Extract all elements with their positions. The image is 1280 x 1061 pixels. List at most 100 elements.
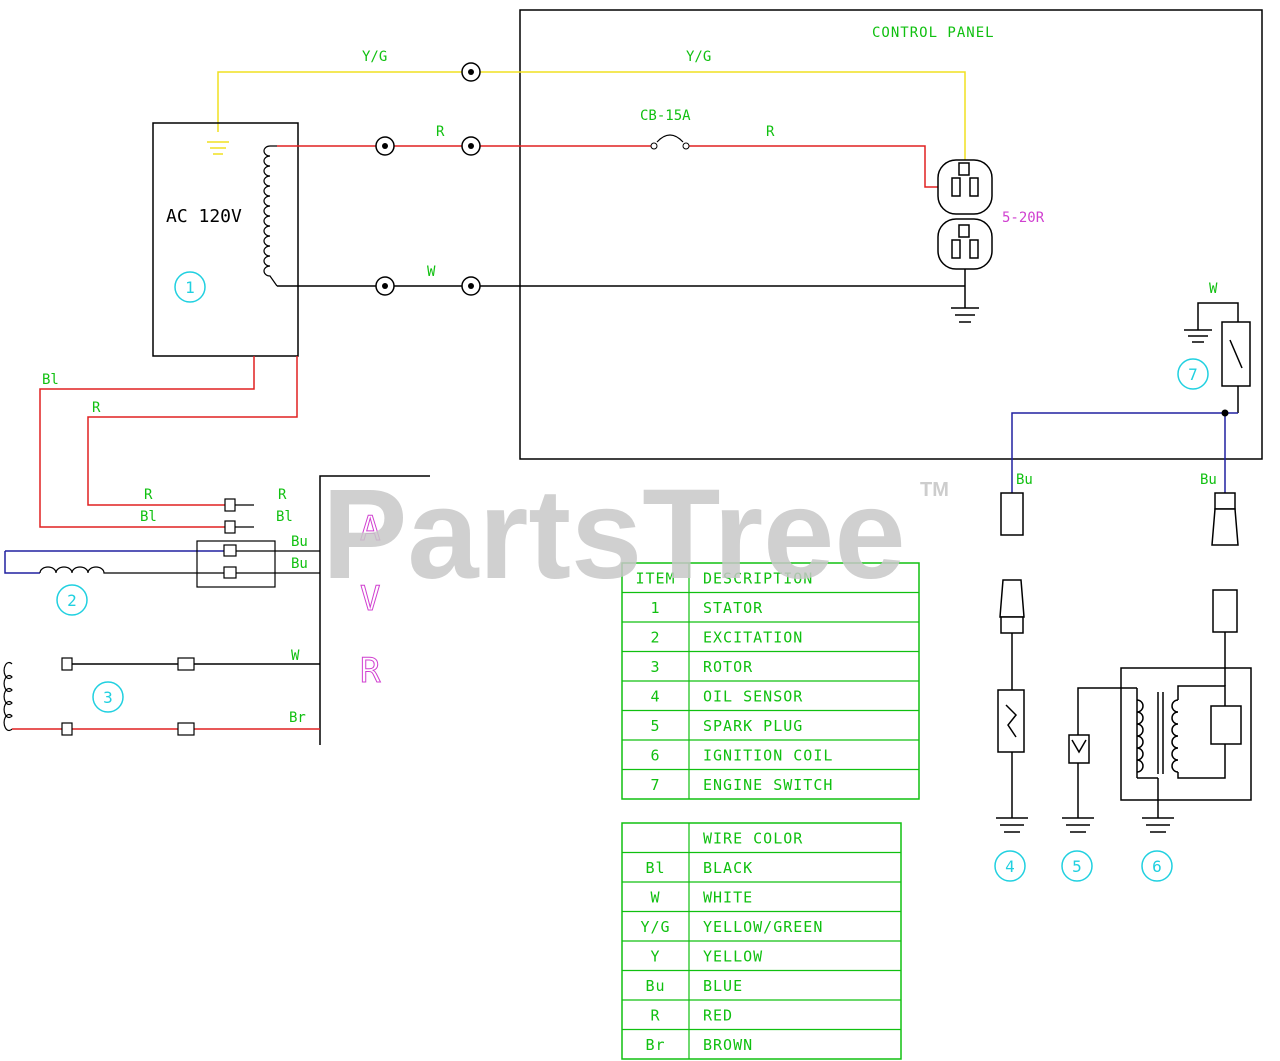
svg-text:6: 6 xyxy=(1152,857,1162,876)
black-lead-left xyxy=(39,356,255,528)
avr-letter-v: V xyxy=(360,579,380,619)
item-table-cell: IGNITION COIL xyxy=(703,747,833,765)
stator-coil xyxy=(263,145,278,287)
yg-label-left: Y/G xyxy=(362,49,387,65)
terminal-yg xyxy=(461,62,481,82)
ac-label: AC 120V xyxy=(166,206,242,227)
w-label-mid: W xyxy=(427,264,436,280)
item-table-header: DESCRIPTION xyxy=(703,570,813,588)
item-table-cell: OIL SENSOR xyxy=(703,688,803,706)
wire-table-cell: W xyxy=(650,889,660,907)
wire-table-cell: BLUE xyxy=(703,977,743,995)
r-label-right: R xyxy=(766,124,775,140)
wire-table-cell: Y/G xyxy=(640,918,670,936)
r-label-mid: R xyxy=(436,124,445,140)
wire-table-cell: Bl xyxy=(645,859,665,877)
item-table-cell: ENGINE SWITCH xyxy=(703,776,833,794)
engine-switch-icon xyxy=(1184,302,1251,413)
item-table-cell: EXCITATION xyxy=(703,629,803,647)
callout-7: 7 xyxy=(1177,358,1209,390)
avr-connector-r xyxy=(224,498,254,512)
rotor-coil-icon xyxy=(3,661,13,732)
item-table-cell: STATOR xyxy=(703,599,763,617)
excitation-connector-box xyxy=(196,540,320,588)
item-table-cell: 6 xyxy=(650,747,660,765)
item-table: ITEM DESCRIPTION 1 STATOR 2 EXCITATION 3 ROTOR 4… xyxy=(621,562,920,800)
bu-conn-label-1: Bu xyxy=(291,534,308,550)
receptacle-bottom-icon xyxy=(937,218,993,270)
r-conn-label-b: R xyxy=(278,487,287,503)
wire-table-cell: BLACK xyxy=(703,859,753,877)
ground-symbol xyxy=(207,141,229,155)
red-lead-left xyxy=(87,356,298,506)
excitation-coil-icon xyxy=(39,566,224,574)
avr-frame xyxy=(319,475,430,745)
control-panel-label: CONTROL PANEL xyxy=(872,25,995,41)
item-table-cell: 7 xyxy=(650,776,660,794)
r-label-left: R xyxy=(92,400,101,416)
receptacle-label: 5-20R xyxy=(1002,210,1045,226)
svg-text:2: 2 xyxy=(67,591,77,610)
r-conn-label-a: R xyxy=(144,487,153,503)
callout-3: 3 xyxy=(92,681,124,713)
item-table-cell: 4 xyxy=(650,688,660,706)
wire-table-cell: YELLOW/GREEN xyxy=(703,918,823,936)
terminal-r-2 xyxy=(461,136,481,156)
spark-plug-icon xyxy=(1062,687,1137,833)
bl-label-left: Bl xyxy=(42,372,59,388)
terminal-w-1 xyxy=(375,276,395,296)
callout-4: 4 xyxy=(994,850,1026,882)
svg-text:4: 4 xyxy=(1005,857,1015,876)
receptacle-top-icon xyxy=(937,159,993,215)
item-table-cell: 1 xyxy=(650,599,660,617)
bu-oil-label: Bu xyxy=(1016,472,1033,488)
svg-text:7: 7 xyxy=(1188,365,1198,384)
wire-table-cell: Y xyxy=(650,948,660,966)
red-wire-hot-2 xyxy=(688,145,952,188)
wire-table-cell: BROWN xyxy=(703,1036,753,1054)
item-table-cell: SPARK PLUG xyxy=(703,717,803,735)
excitation-wire-bottom xyxy=(4,551,40,574)
rotor-connectors xyxy=(61,657,195,736)
oil-sensor-icon xyxy=(996,492,1028,833)
stator-box xyxy=(152,122,299,357)
watermark-text: PartsTree xyxy=(322,463,906,606)
terminal-w-2 xyxy=(461,276,481,296)
watermark-tm: TM xyxy=(920,479,949,501)
ignition-coil-icon xyxy=(1120,667,1252,833)
control-panel-frame xyxy=(519,9,1263,460)
avr-letter-r: R xyxy=(360,651,381,691)
item-table-cell: 2 xyxy=(650,629,660,647)
br-rotor-label: Br xyxy=(289,710,306,726)
callout-6: 6 xyxy=(1141,850,1173,882)
wire-color-table: WIRE COLOR Bl BLACK W WHITE Y/G YELLOW/GREEN Y Y… xyxy=(621,822,902,1060)
callout-1: 1 xyxy=(174,271,206,303)
yg-wire xyxy=(217,71,966,162)
cb-label: CB-15A xyxy=(640,108,691,124)
bu-coil-label: Bu xyxy=(1200,472,1217,488)
item-table-cell: 5 xyxy=(650,717,660,735)
item-table-cell: ROTOR xyxy=(703,658,753,676)
wire-table-cell: Bu xyxy=(645,977,665,995)
terminal-r-1 xyxy=(375,136,395,156)
svg-text:1: 1 xyxy=(185,278,195,297)
bl-conn-label-a: Bl xyxy=(140,509,157,525)
wire-table-cell: R xyxy=(650,1007,660,1025)
yg-label-right: Y/G xyxy=(686,49,711,65)
wire-table-header: WIRE COLOR xyxy=(703,830,803,848)
svg-text:3: 3 xyxy=(103,688,113,707)
item-table-header: ITEM xyxy=(635,570,675,588)
bu-conn-label-2: Bu xyxy=(291,556,308,572)
callout-2: 2 xyxy=(56,584,88,616)
panel-ground-icon xyxy=(951,307,979,323)
wire-table-cell: WHITE xyxy=(703,889,753,907)
item-table-cell: 3 xyxy=(650,658,660,676)
w-rotor-label: W xyxy=(291,648,300,664)
junction-dot xyxy=(1221,409,1229,417)
blue-wire-kill xyxy=(1011,412,1238,493)
callout-5: 5 xyxy=(1061,850,1093,882)
wire-table-cell: YELLOW xyxy=(703,948,763,966)
circuit-breaker-icon xyxy=(650,134,690,150)
w-label-switch: W xyxy=(1209,281,1218,297)
